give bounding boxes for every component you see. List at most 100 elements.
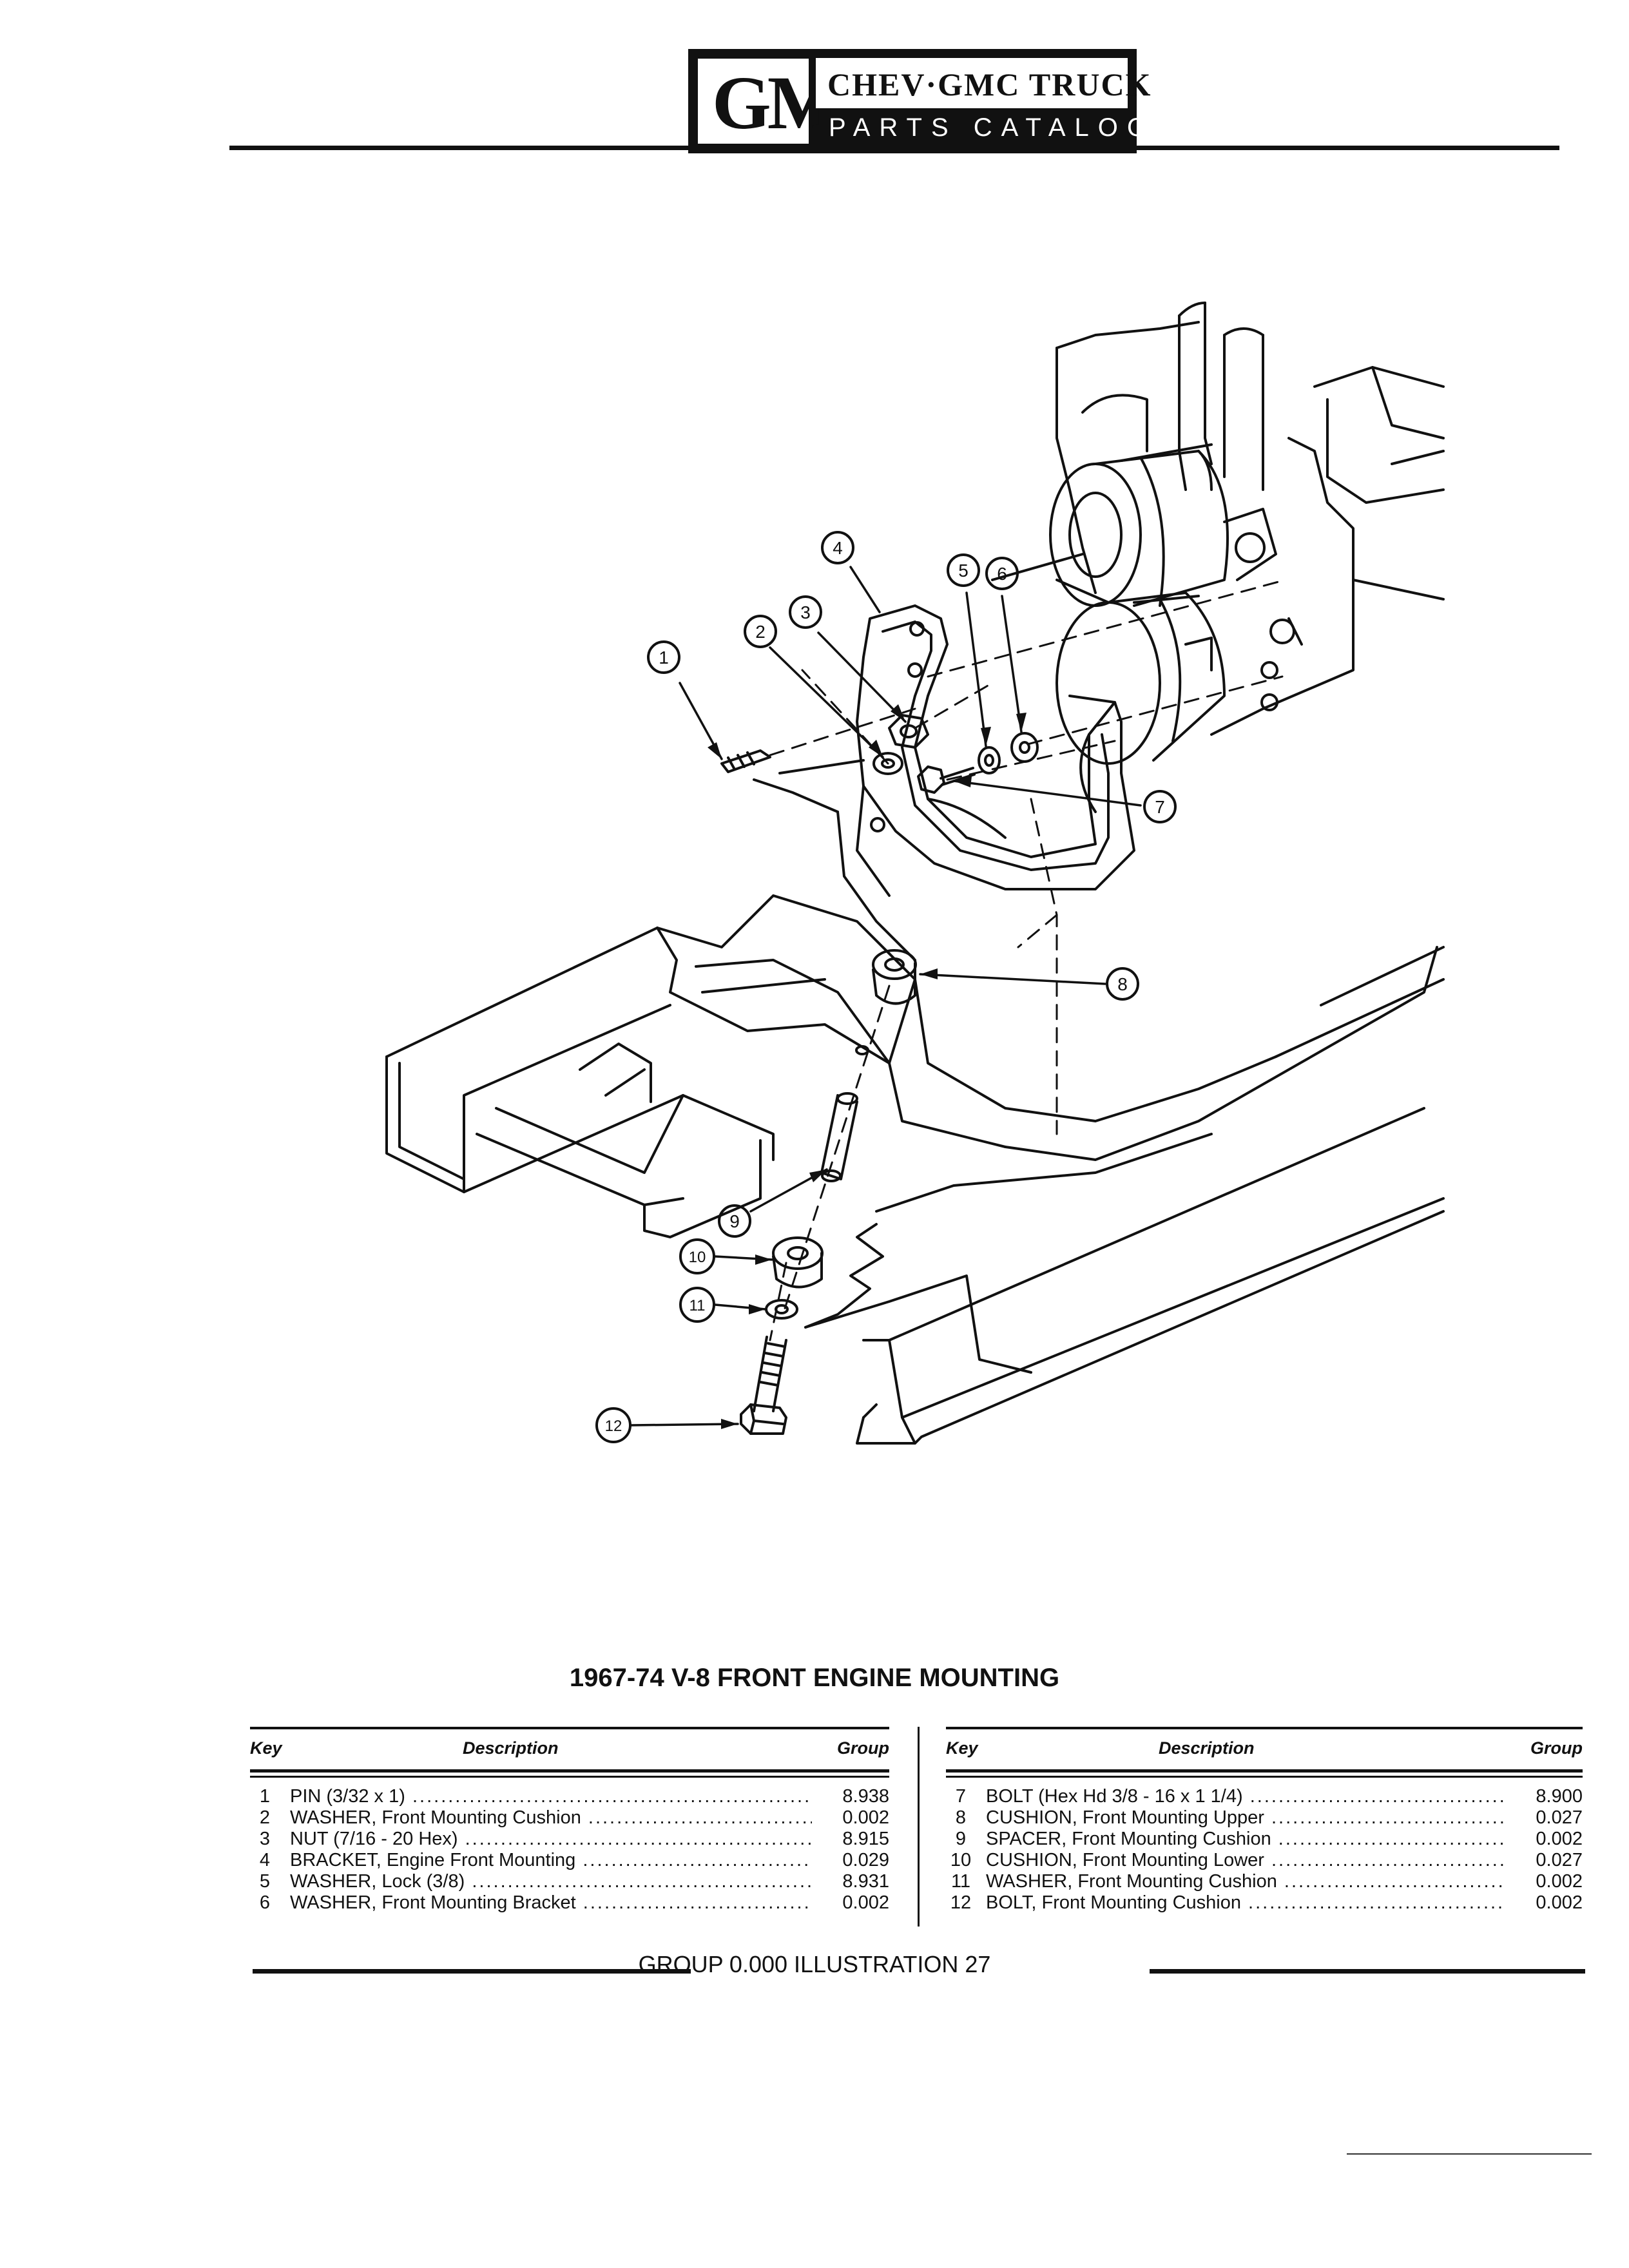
callout-circle-6 <box>985 557 1019 590</box>
part-key: 8 <box>955 1807 967 1828</box>
column-header-description: Description <box>463 1738 559 1758</box>
part-description: SPACER, Front Mounting Cushion <box>986 1829 1271 1849</box>
column-header-description: Description <box>1159 1738 1255 1758</box>
engine-block <box>991 302 1445 765</box>
part-key: 12 <box>950 1892 972 1913</box>
callout-7: 7 <box>1155 797 1165 817</box>
column-header-key: Key <box>250 1738 282 1758</box>
part-group: 0.002 <box>842 1807 889 1828</box>
callout-numbers: 1 2 3 4 5 6 7 8 9 10 11 12 <box>605 538 1165 1435</box>
column-header-key: Key <box>946 1738 978 1758</box>
part-description: PIN (3/32 x 1) <box>290 1786 405 1807</box>
margin-rule <box>1347 2153 1592 2155</box>
part-group: 8.915 <box>842 1829 889 1849</box>
callout-circle-12 <box>595 1407 631 1443</box>
callout-10: 10 <box>689 1249 706 1266</box>
callout-circle-10 <box>679 1238 715 1274</box>
table-top-rule <box>250 1727 889 1729</box>
header-double-rule <box>946 1776 1583 1778</box>
callout-3: 3 <box>800 602 811 622</box>
footer-rule-right <box>1150 1969 1585 1974</box>
column-header-group: Group <box>837 1738 889 1758</box>
header-rule <box>229 146 1559 150</box>
callout-5: 5 <box>958 561 969 581</box>
dot-leader: ........................................… <box>1271 1850 1505 1870</box>
callout-11: 11 <box>689 1297 706 1314</box>
part-description: WASHER, Front Mounting Cushion <box>986 1871 1277 1892</box>
part-group: 0.027 <box>1536 1850 1583 1870</box>
header-double-rule <box>250 1776 889 1778</box>
dot-leader: ........................................… <box>588 1807 812 1828</box>
callout-circle-7 <box>1143 790 1177 823</box>
table-row: 12 BOLT, Front Mounting Cushion .........… <box>946 1892 1583 1914</box>
callout-4: 4 <box>833 538 843 558</box>
table-row: 3 NUT (7/16 - 20 Hex) ...................… <box>250 1829 889 1850</box>
callout-circle-8 <box>1106 967 1139 1001</box>
leader-arrows <box>630 566 1142 1427</box>
illustration-caption: 1967-74 V-8 FRONT ENGINE MOUNTING <box>569 1664 1060 1692</box>
dot-leader: ........................................… <box>412 1786 812 1807</box>
part-group: 8.900 <box>1536 1786 1583 1807</box>
callout-circle-3 <box>789 595 822 629</box>
dot-leader: ........................................… <box>1271 1807 1505 1828</box>
footer-rule-left <box>253 1969 691 1974</box>
callout-6: 6 <box>997 564 1007 584</box>
catalogue-title: CHEV·GMC TRUCK <box>827 66 1152 102</box>
part-description: WASHER, Lock (3/8) <box>290 1871 465 1892</box>
part-group: 0.002 <box>1536 1829 1583 1849</box>
part-key: 5 <box>259 1871 271 1892</box>
dot-leader: ........................................… <box>465 1829 812 1849</box>
part-key: 9 <box>955 1829 967 1849</box>
dot-leader: ........................................… <box>1284 1871 1505 1892</box>
callout-2: 2 <box>755 622 766 642</box>
table-row: 2 WASHER, Front Mounting Cushion ........… <box>250 1807 889 1829</box>
part-description: CUSHION, Front Mounting Upper <box>986 1807 1264 1828</box>
part-group: 0.027 <box>1536 1807 1583 1828</box>
frame-side-rail <box>804 946 1445 1445</box>
gm-parts-catalogue-logo: GM CHEV·GMC TRUCK PARTS CATALOGUE <box>688 49 1201 153</box>
callout-circles <box>595 531 1177 1443</box>
dot-leader: ........................................… <box>1249 1786 1505 1807</box>
part-group: 8.938 <box>842 1786 889 1807</box>
table-top-rule <box>946 1727 1583 1729</box>
callout-circle-9 <box>718 1204 751 1238</box>
part-description: BOLT, Front Mounting Cushion <box>986 1892 1241 1913</box>
catalogue-subtitle: PARTS CATALOGUE <box>829 113 1210 142</box>
part-key: 3 <box>259 1829 271 1849</box>
leader-arrowheads <box>708 704 1027 1429</box>
callout-1: 1 <box>659 648 669 668</box>
table-row: 5 WASHER, Lock (3/8) ....................… <box>250 1871 889 1892</box>
callout-circle-11 <box>679 1287 715 1323</box>
dot-leader: ........................................… <box>472 1871 812 1892</box>
part-group: 0.029 <box>842 1850 889 1870</box>
part-group: 0.002 <box>1536 1871 1583 1892</box>
callout-circle-4 <box>821 531 854 564</box>
part-key: 2 <box>259 1807 271 1828</box>
fasteners <box>720 714 1039 1435</box>
part-group: 0.002 <box>1536 1892 1583 1913</box>
part-description: NUT (7/16 - 20 Hex) <box>290 1829 458 1849</box>
part-key: 4 <box>259 1850 271 1870</box>
callout-circle-2 <box>744 615 777 648</box>
part-key: 6 <box>259 1892 271 1913</box>
part-description: CUSHION, Front Mounting Lower <box>986 1850 1264 1870</box>
dot-leader: ........................................… <box>583 1892 812 1913</box>
dot-leader: ........................................… <box>1248 1892 1505 1913</box>
callout-circle-1 <box>647 640 680 674</box>
callout-circle-5 <box>947 553 980 587</box>
part-description: WASHER, Front Mounting Cushion <box>290 1807 581 1828</box>
part-description: WASHER, Front Mounting Bracket <box>290 1892 576 1913</box>
title-box: CHEV·GMC TRUCK <box>816 58 1151 108</box>
header-double-rule <box>250 1769 889 1773</box>
table-row: 6 WASHER, Front Mounting Bracket ........… <box>250 1892 889 1914</box>
frame-crossmember <box>385 894 1277 1238</box>
